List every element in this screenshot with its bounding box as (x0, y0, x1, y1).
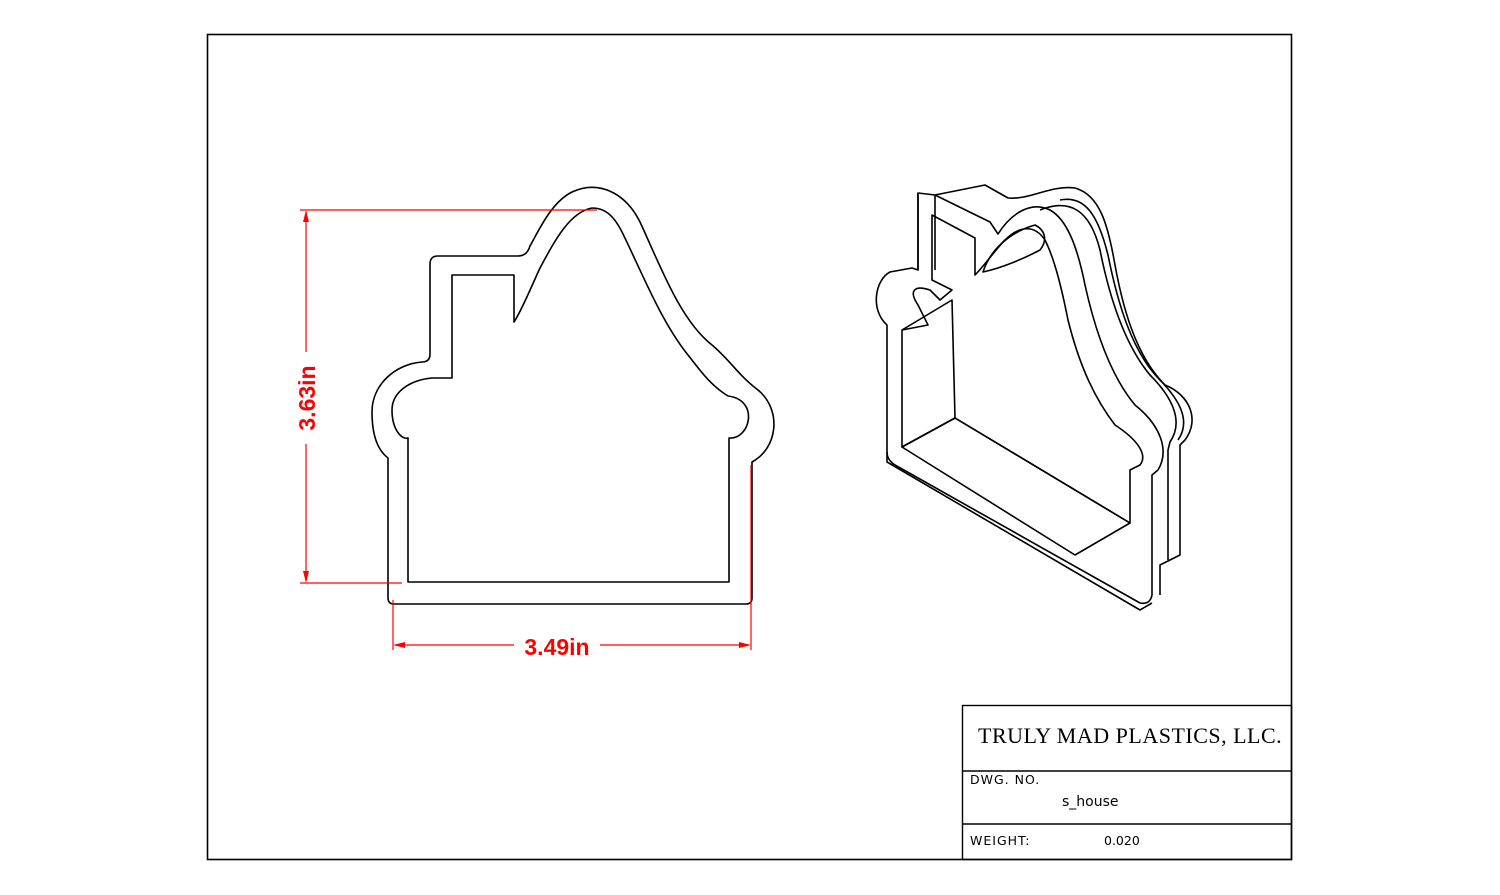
dwg-no-value: s_house (1062, 794, 1119, 810)
title-block-frame (961, 704, 1293, 861)
iso-roof-top (982, 224, 1046, 273)
title-block (961, 704, 1293, 861)
height-arrow-bottom (303, 571, 309, 583)
width-dimension-label: 3.49in (524, 634, 589, 660)
isometric-view (875, 184, 1193, 611)
height-arrow-top (303, 210, 309, 222)
iso-chimney-side (917, 193, 936, 270)
weight-value: 0.020 (1104, 833, 1140, 848)
weight-label: WEIGHT: (970, 833, 1031, 848)
height-dimension (300, 209, 597, 584)
front-inner-outline (391, 207, 750, 583)
width-dimension (392, 465, 752, 650)
iso-middle-wall (1039, 204, 1177, 560)
width-arrow-left (393, 642, 405, 648)
iso-cavity-floor (901, 417, 1131, 556)
front-outer-outline (371, 186, 775, 605)
iso-back-wall (934, 184, 1193, 595)
iso-middle-wall-2 (1059, 198, 1185, 441)
company-name: TRULY MAD PLASTICS, LLC. (978, 723, 1282, 748)
iso-front-outer (875, 192, 1164, 605)
iso-front-inner (901, 214, 1144, 524)
iso-cavity-edge (901, 299, 956, 419)
iso-bottom-edge (886, 452, 1153, 611)
width-arrow-right (739, 642, 751, 648)
height-dimension-label: 3.63in (294, 365, 320, 430)
front-view (371, 186, 775, 605)
sheet-border (206, 33, 1293, 861)
dwg-no-label: DWG. NO. (970, 772, 1040, 787)
